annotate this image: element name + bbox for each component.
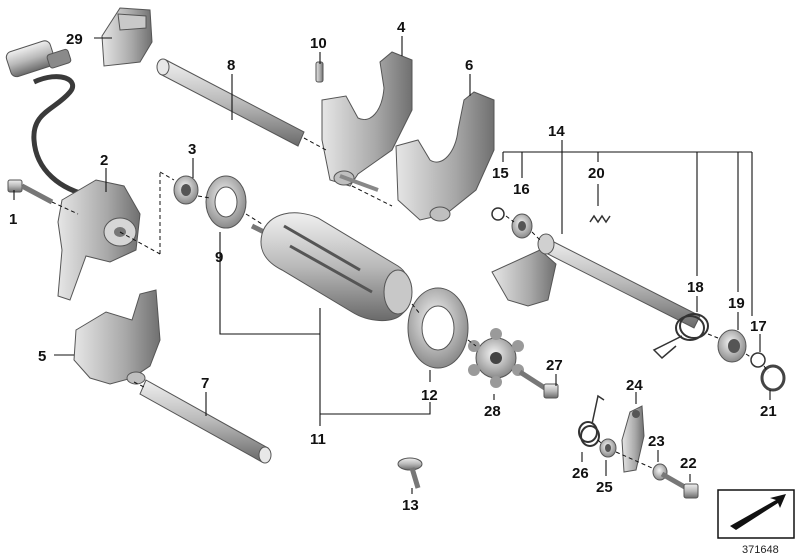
arrow-badge-icon bbox=[717, 489, 795, 539]
callout-27: 27 bbox=[546, 357, 563, 374]
part-29-bracket bbox=[101, 7, 153, 67]
callout-14: 14 bbox=[548, 123, 565, 140]
callout-18: 18 bbox=[687, 279, 704, 296]
callout-28: 28 bbox=[484, 403, 501, 420]
part-3-bearing bbox=[173, 175, 199, 205]
callout-12: 12 bbox=[421, 387, 438, 404]
part-28-star-wheel bbox=[468, 328, 524, 388]
callout-29: 29 bbox=[66, 31, 83, 48]
part-12-bearing bbox=[407, 287, 469, 369]
callout-21: 21 bbox=[760, 403, 777, 420]
part-6-fork bbox=[395, 91, 495, 222]
callout-4: 4 bbox=[397, 19, 406, 36]
callout-6: 6 bbox=[465, 57, 473, 74]
part-19-bushing bbox=[717, 329, 747, 363]
part-21-washer bbox=[760, 364, 786, 392]
part-25-ring bbox=[599, 438, 617, 458]
part-1-bolt bbox=[7, 179, 54, 205]
callout-23: 23 bbox=[648, 433, 665, 450]
callout-17: 17 bbox=[750, 318, 767, 335]
callout-11: 11 bbox=[310, 431, 326, 448]
part-10-pin bbox=[315, 61, 324, 83]
part-27-bolt bbox=[518, 369, 559, 399]
part-11-shift-drum bbox=[250, 212, 413, 321]
part-9-ring bbox=[205, 175, 247, 229]
callout-10: 10 bbox=[310, 35, 327, 52]
part-20-spring bbox=[589, 214, 611, 224]
part-14-shift-shaft bbox=[491, 233, 701, 329]
callout-24: 24 bbox=[626, 377, 643, 394]
callout-19: 19 bbox=[728, 295, 745, 312]
part-17-clip bbox=[750, 352, 766, 368]
part-16-ring bbox=[511, 213, 533, 239]
part-2-sensor bbox=[5, 40, 141, 301]
callout-7: 7 bbox=[201, 375, 209, 392]
callout-26: 26 bbox=[572, 465, 589, 482]
callout-15: 15 bbox=[492, 165, 509, 182]
part-5-fork bbox=[73, 289, 161, 385]
callout-9: 9 bbox=[215, 249, 223, 266]
callout-3: 3 bbox=[188, 141, 196, 158]
callout-22: 22 bbox=[680, 455, 697, 472]
leader-lines bbox=[13, 36, 771, 494]
assembly-guide-lines bbox=[51, 137, 769, 469]
part-18-spring bbox=[652, 313, 709, 360]
callout-16: 16 bbox=[513, 181, 530, 198]
part-26-spring bbox=[578, 394, 605, 447]
callout-1: 1 bbox=[9, 211, 17, 228]
callout-labels: 29 1 2 3 4 6 10 8 9 5 7 11 12 28 27 13 1… bbox=[9, 19, 777, 514]
part-24-lever bbox=[621, 405, 645, 473]
part-7-shaft bbox=[139, 379, 272, 464]
document-number: 371648 bbox=[742, 544, 779, 556]
part-15-clip bbox=[491, 207, 505, 221]
callout-13: 13 bbox=[402, 497, 419, 514]
callout-8: 8 bbox=[227, 57, 235, 74]
callout-25: 25 bbox=[596, 479, 613, 496]
callout-5: 5 bbox=[38, 348, 46, 365]
callout-20: 20 bbox=[588, 165, 605, 182]
part-13-screw bbox=[397, 457, 423, 489]
callout-2: 2 bbox=[100, 152, 108, 169]
part-4-fork bbox=[321, 51, 413, 192]
part-22-bolt bbox=[660, 471, 699, 499]
